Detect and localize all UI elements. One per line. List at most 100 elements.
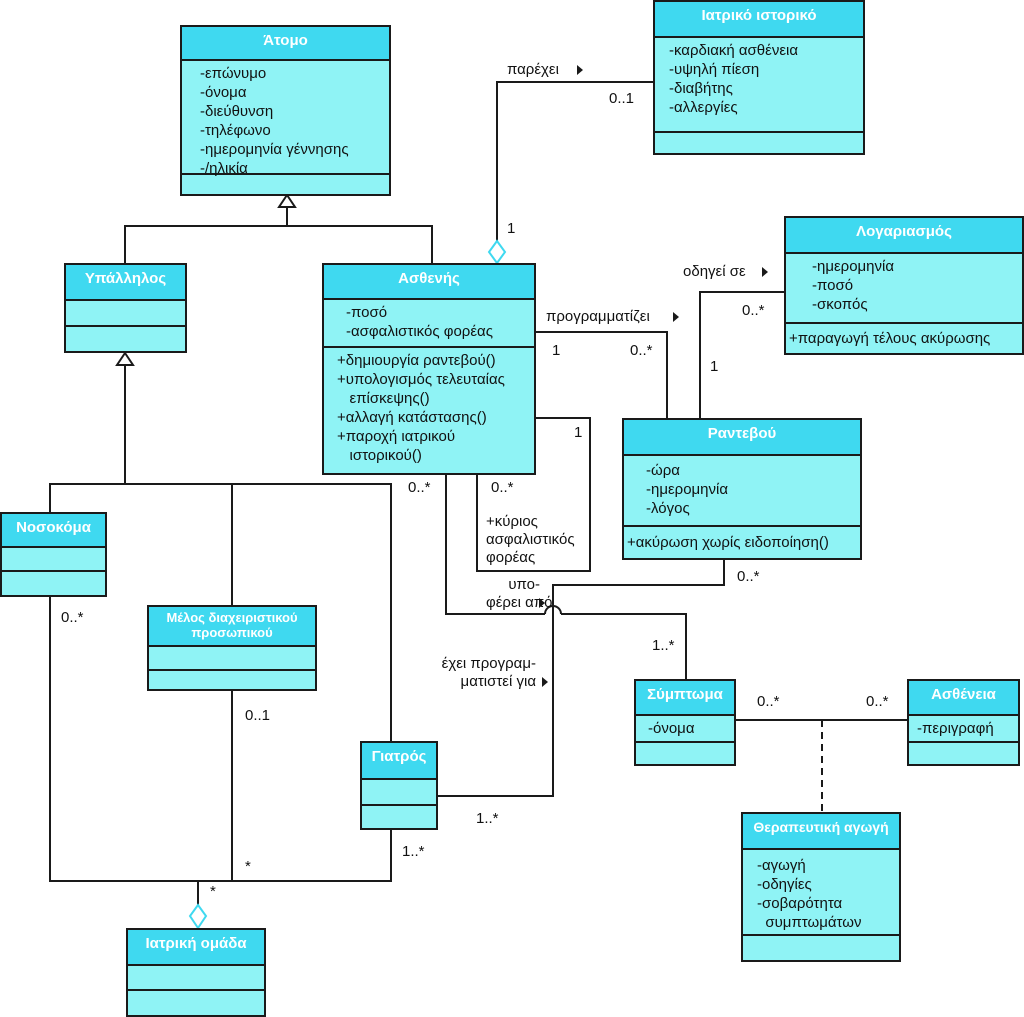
multiplicity-label: 0..* [491,479,514,496]
attributes-section: -αγωγή -οδηγίες -σοβαρότητα συμπτωμάτων [743,850,899,936]
attribute: -ώρα [646,462,680,479]
class-name: Σύμπτωμα [636,681,734,716]
operations-section [149,671,315,674]
operations-section: +δημιουργία ραντεβού() +υπολογισμός τελε… [324,348,534,465]
class-iatriki-omada[interactable]: Ιατρική ομάδα [126,928,266,1017]
attribute: -/ηλικία [200,160,248,177]
class-rantevou[interactable]: Ραντεβού -ώρα -ημερομηνία -λόγος +ακύρωσ… [622,418,862,560]
operations-section [362,806,436,809]
attribute: -ποσό [346,304,388,321]
class-therapeia[interactable]: Θεραπευτική αγωγή -αγωγή -οδηγίες -σοβαρ… [741,812,901,962]
class-astheneia[interactable]: Ασθένεια -περιγραφή [907,679,1020,766]
multiplicity-label: 1 [710,358,719,375]
direction-arrow-exei [542,677,548,687]
generalization-asthenis [287,225,433,263]
multiplicity-label: 0..* [742,302,765,319]
multiplicity-label: 0..* [757,693,780,710]
attributes-section [2,548,105,572]
class-melos[interactable]: Μέλος διαχειριστικού προσωπικού [147,605,317,691]
class-name: Μέλος διαχειριστικού προσωπικού [149,607,315,647]
attributes-section [362,780,436,806]
generalization-ypallilos [124,207,288,263]
multiplicity-label: 0..* [630,342,653,359]
attribute: -σκοπός [812,296,868,313]
class-name: Υπάλληλος [66,265,185,301]
generalization-arrow-ypallilos [115,351,135,366]
generalization-nosokoma [49,483,392,741]
assoc-rantevou-giatros [438,560,725,797]
assoc-label-ypoferei: υπο- φέρει από [486,576,553,611]
attribute: -διεύθυνση [200,103,274,120]
attribute: -όνομα [648,720,695,737]
assoc-label-parexei: παρέχει [507,61,559,78]
class-ypallilos[interactable]: Υπάλληλος [64,263,187,353]
assoc-nosokoma-omada [49,597,392,882]
attribute: -επώνυμο [200,65,267,82]
attribute: -ποσό [812,277,854,294]
class-name: Άτομο [182,27,389,61]
attributes-section: -ημερομηνία -ποσό -σκοπός [786,254,1022,324]
multiplicity-label: 0..* [737,568,760,585]
multiplicity-label: 1..* [652,637,675,654]
multiplicity-label: 0..* [61,609,84,626]
direction-arrow-parexei [577,65,583,75]
attribute: -αγωγή [757,857,806,874]
attribute: -διαβήτης [669,80,733,97]
multiplicity-label: 1 [574,424,583,441]
attribute: -όνομα [200,84,247,101]
generalization-arrow-atomo [277,193,297,208]
attributes-section: -περιγραφή [909,716,1018,743]
attribute: -υψηλή πίεση [669,61,760,78]
operation: +υπολογισμός τελευταίας [337,371,505,388]
operations-section [66,327,185,330]
multiplicity-label: 0..* [408,479,431,496]
operation: +αλλαγή κατάστασης() [337,409,487,426]
attribute: -τηλέφωνο [200,122,271,139]
attribute: -ημερομηνία [646,481,729,498]
multiplicity-label: 0..* [866,693,889,710]
operation: ιστορικού() [337,447,422,464]
operations-section: +παραγωγή τέλους ακύρωσης [786,324,1022,348]
operations-section [909,743,1018,746]
multiplicity-label: 1..* [402,843,425,860]
multiplicity-label: 0..1 [245,707,271,724]
class-asthenis[interactable]: Ασθενής -ποσό -ασφαλιστικός φορέας +δημι… [322,263,536,475]
class-name: Ιατρικό ιστορικό [655,2,863,38]
attribute: -ασφαλιστικός φορέας [346,323,493,340]
attribute: -αλλεργίες [669,99,738,116]
operation: +παραγωγή τέλους ακύρωσης [789,330,991,347]
attribute: -ημερομηνία γέννησης [200,141,349,158]
role-label-kyrios: +κύριος ασφαλιστικός φορέας [486,513,575,566]
multiplicity-label: 1..* [476,810,499,827]
attributes-section: -ώρα -ημερομηνία -λόγος [624,456,860,527]
attribute: -λόγος [646,500,690,517]
direction-arrow-ypoferei [539,598,545,608]
multiplicity-label: * [245,858,251,875]
attribute: -περιγραφή [917,720,994,737]
attributes-section [66,301,185,327]
assoc-label-programmatizei: προγραμματίζει [546,308,650,325]
operation: +δημιουργία ραντεβού() [337,352,496,369]
assoc-programmatizei [536,331,668,418]
class-name: Ιατρική ομάδα [128,930,264,966]
class-iatriko-istoriko[interactable]: Ιατρικό ιστορικό -καρδιακή ασθένεια -υψη… [653,0,865,155]
class-atomo[interactable]: Άτομο -επώνυμο -όνομα -διεύθυνση -τηλέφω… [180,25,391,196]
assoc-label-exei-prog: έχει προγραμ- ματιστεί για [441,655,536,690]
operation: επίσκεψης() [337,390,430,407]
attributes-section: -καρδιακή ασθένεια -υψηλή πίεση -διαβήτη… [655,38,863,133]
operations-section: +ακύρωση χωρίς ειδοποίηση() [624,527,860,552]
operations-section [128,991,264,994]
class-nosokoma[interactable]: Νοσοκόμα [0,512,107,597]
attribute: συμπτωμάτων [757,914,862,931]
operations-section [2,572,105,575]
class-symptoma[interactable]: Σύμπτωμα -όνομα [634,679,736,766]
attribute: -ημερομηνία [812,258,895,275]
attributes-section: -ποσό -ασφαλιστικός φορέας [324,300,534,348]
class-name: Ασθενής [324,265,534,300]
class-giatros[interactable]: Γιατρός [360,741,438,830]
direction-arrow-programmatizei [673,312,679,322]
operations-section [743,936,899,939]
multiplicity-label: * [210,883,216,900]
class-logariasmos[interactable]: Λογαριασμός -ημερομηνία -ποσό -σκοπός +π… [784,216,1024,355]
